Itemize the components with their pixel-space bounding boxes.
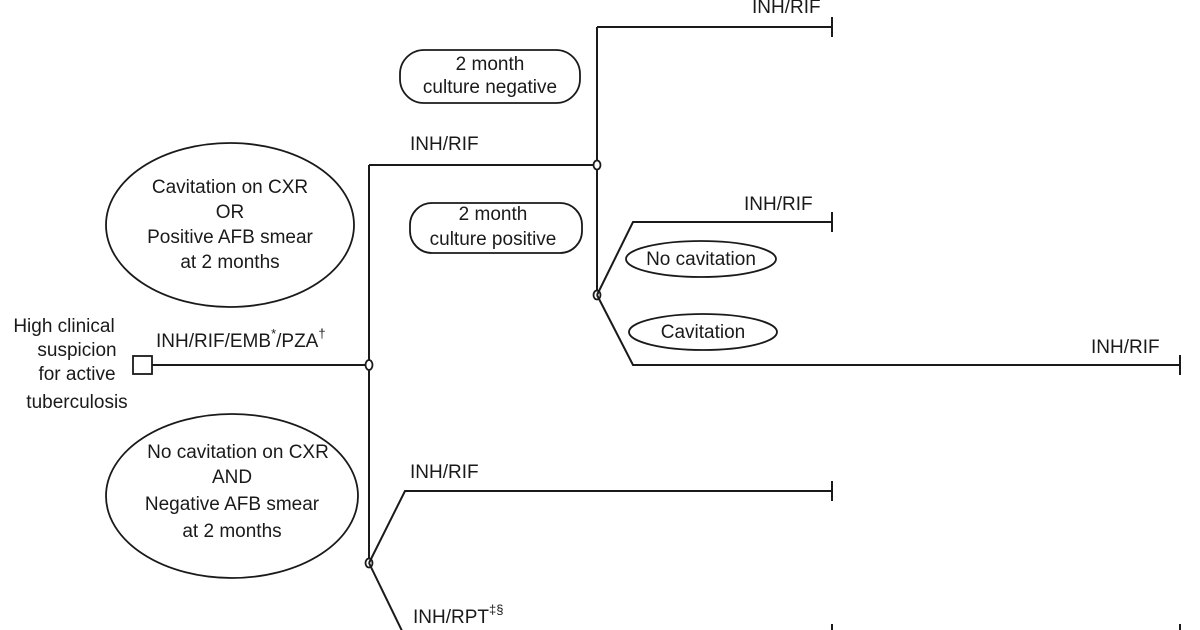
lower-regimen-a-edge [368,490,832,564]
no-cavitation-label: No cavitation [646,249,756,270]
lower-regimen-b-sup: ‡§ [489,602,503,617]
culture-negative-box [399,49,581,104]
positive-group-ellipse [105,142,355,308]
start-label-line-1: High clinical [13,316,114,337]
start-label-line-4: tuberculosis [26,392,127,413]
initial-regimen-sup-a: * [271,326,276,341]
negative-group-line-1: No cavitation on CXR [147,442,329,463]
positive-group-label: Cavitation on CXR OR Positive AFB smear … [147,177,313,273]
lower-regimen-b-text: INH/RPT [413,607,489,628]
no-cavitation-regimen: INH/RIF [744,194,813,215]
negative-group-line-3: Negative AFB smear [145,494,320,515]
lower-regimen-b-edge [368,562,403,630]
upper-branch-regimen: INH/RIF [410,134,479,155]
no-cavitation-edge [596,221,832,296]
initial-regimen-text: INH/RIF/EMB [156,331,271,352]
start-decision-square [132,355,153,375]
cavitation-regimen: INH/RIF [1091,337,1160,358]
culture-negative-line-2: culture negative [423,77,557,98]
negative-group-ellipse [105,413,359,579]
cavitation-edge [596,294,1180,366]
culture-positive-box [409,202,583,254]
cavitation-ellipse [628,313,778,351]
main-chance-node [364,359,374,371]
culture-positive-line-2: culture positive [430,229,557,250]
lower-regimen-a-label: INH/RIF [410,462,479,483]
start-label: High clinical suspicion for active tuber… [13,316,127,413]
culture-negative-line-1: 2 month [456,54,525,75]
culture-chance-node [592,159,602,171]
culture-negative-regimen: INH/RIF [752,0,821,18]
positive-group-line-3: Positive AFB smear [147,227,313,248]
initial-regimen-label: INH/RIF/EMB*/PZA† [156,326,326,352]
lower-regimen-b-label: INH/RPT‡§ [413,602,503,628]
start-label-line-2: suspicion [37,340,116,361]
initial-regimen-sup-b: † [318,326,325,341]
positive-group-line-2: OR [216,202,245,223]
negative-group-line-4: at 2 months [182,521,281,542]
culture-positive-line-1: 2 month [459,204,528,225]
start-label-line-3: for active [38,364,115,385]
initial-regimen-text-mid: /PZA [276,331,319,352]
negative-group-label: No cavitation on CXR AND Negative AFB sm… [145,442,329,542]
negative-group-line-2: AND [212,467,252,488]
positive-group-line-1: Cavitation on CXR [152,177,308,198]
positive-group-line-4: at 2 months [180,252,279,273]
cavitation-label: Cavitation [661,322,746,343]
no-cavitation-ellipse [625,240,777,278]
